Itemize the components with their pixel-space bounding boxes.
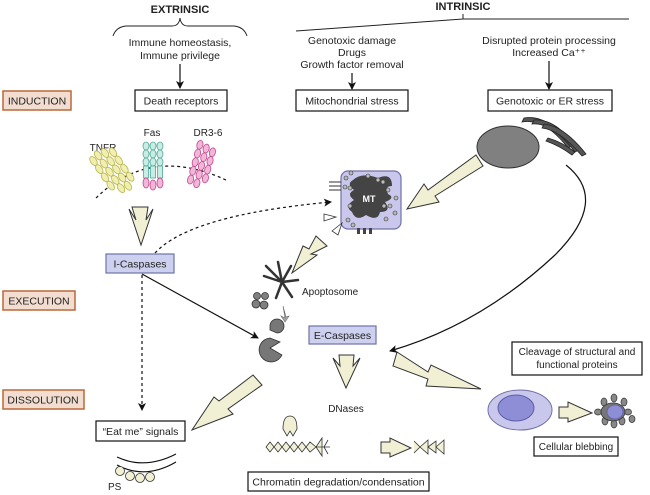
i-caspases-label: I-Caspases [113,259,166,271]
stage-dissolution-label: DISSOLUTION [7,395,78,407]
fas-receptor-icon [142,141,164,191]
chromatin-fragment-icon [315,436,330,458]
block-arrow-cell-to-blebbing [558,401,594,423]
tnfr-receptor-icon [89,147,135,193]
condensed-chromatin-icon [413,439,445,455]
phosphatidylserine-icon [115,466,155,483]
mitochondrial-stress-label: Mitochondrial stress [305,96,398,108]
endoplasmic-reticulum-icon [521,117,587,157]
trigger-er-line2: Increased Ca⁺⁺ [512,47,586,59]
death-receptors-label: Death receptors [144,96,219,108]
mito-channel-icon [329,181,341,191]
dr3-6-label: DR3-6 [194,128,223,139]
mitochondrion-icon: MT [323,170,402,236]
trigger-mito-line1: Genotoxic damage [308,35,396,47]
genotoxic-er-stress-box: Genotoxic or ER stress [487,89,613,112]
stage-induction-label: INDUCTION [8,96,66,108]
block-arrow-ecaspases-to-cell [392,351,482,390]
block-arrow-receptors-to-icaspases [128,206,154,247]
extrinsic-header: EXTRINSIC [151,4,210,16]
small-arrow-apoptosome [280,305,290,323]
trigger-extrinsic-line1: Immune homeostasis, [129,37,232,49]
cleavage-label-line1: Cleavage of structural and [519,347,636,358]
trigger-mito-line2: Drugs [338,47,366,59]
e-caspases-box: E-Caspases [308,325,377,345]
fas-label: Fas [144,128,161,139]
block-arrow-ecaspases-to-eat-me [190,374,263,432]
nucleus-icon [476,125,540,169]
eat-me-signals-box: “Eat me” signals [95,420,186,442]
cleavage-box: Cleavage of structural and functional pr… [511,341,643,376]
stage-dissolution: DISSOLUTION [2,389,85,410]
mito-pore-icon-2 [331,221,343,236]
trigger-extrinsic-line2: Immune privilege [140,50,220,62]
cytochrome-c-icon [251,292,269,310]
ps-label: PS [108,482,122,493]
arrow-er-to-ecaspases [389,164,587,353]
mitochondrial-stress-box: Mitochondrial stress [295,89,409,112]
apoptosome-label: Apoptosome [302,287,359,298]
procaspase-icon [269,318,285,334]
cell-nucleus-icon [497,394,535,422]
ps-membrane-inner [116,461,177,473]
dnases-label: DNases [328,404,364,415]
caspase-enzyme-icon [258,337,283,363]
dnase-enzyme-icon [282,415,298,437]
stage-execution-label: EXECUTION [8,296,69,308]
stage-induction: INDUCTION [2,90,72,111]
block-arrow-er-to-mito [405,154,484,210]
dr3-6-receptor-icon [187,139,216,189]
arrow-icaspases-to-mito [154,198,332,254]
blebbing-cell-icon [594,393,636,429]
block-arrow-chromatin-condense [380,437,413,458]
arrow-icaspases-to-ecaspase-enzymes [141,273,259,339]
cleavage-label-line2: functional proteins [536,360,617,371]
mito-pore-icon [323,213,338,222]
genotoxic-er-stress-label: Genotoxic or ER stress [496,96,604,108]
chromatin-box: Chromatin degradation/condensation [247,471,430,492]
extrinsic-brace [112,17,248,37]
death-receptors-box: Death receptors [134,89,228,112]
mt-label: MT [363,194,376,204]
trigger-er-line1: Disrupted protein processing [482,35,616,47]
chromatin-label: Chromatin degradation/condensation [252,477,424,489]
trigger-mito-line3: Growth factor removal [300,59,403,71]
intrinsic-bracket [295,14,629,32]
intrinsic-header: INTRINSIC [436,1,491,13]
ps-membrane-outer [116,453,177,464]
eat-me-label: “Eat me” signals [103,426,179,438]
cellular-blebbing-box: Cellular blebbing [533,436,619,457]
apoptosome-icon [262,260,300,300]
i-caspases-box: I-Caspases [105,253,175,274]
chromatin-icon [265,441,317,453]
cellular-blebbing-label: Cellular blebbing [539,442,614,453]
block-arrow-ecaspases-to-dnases [332,354,361,390]
stage-execution: EXECUTION [2,290,76,311]
block-arrow-mito-to-apoptosome [290,235,328,275]
e-caspases-label: E-Caspases [314,330,371,342]
